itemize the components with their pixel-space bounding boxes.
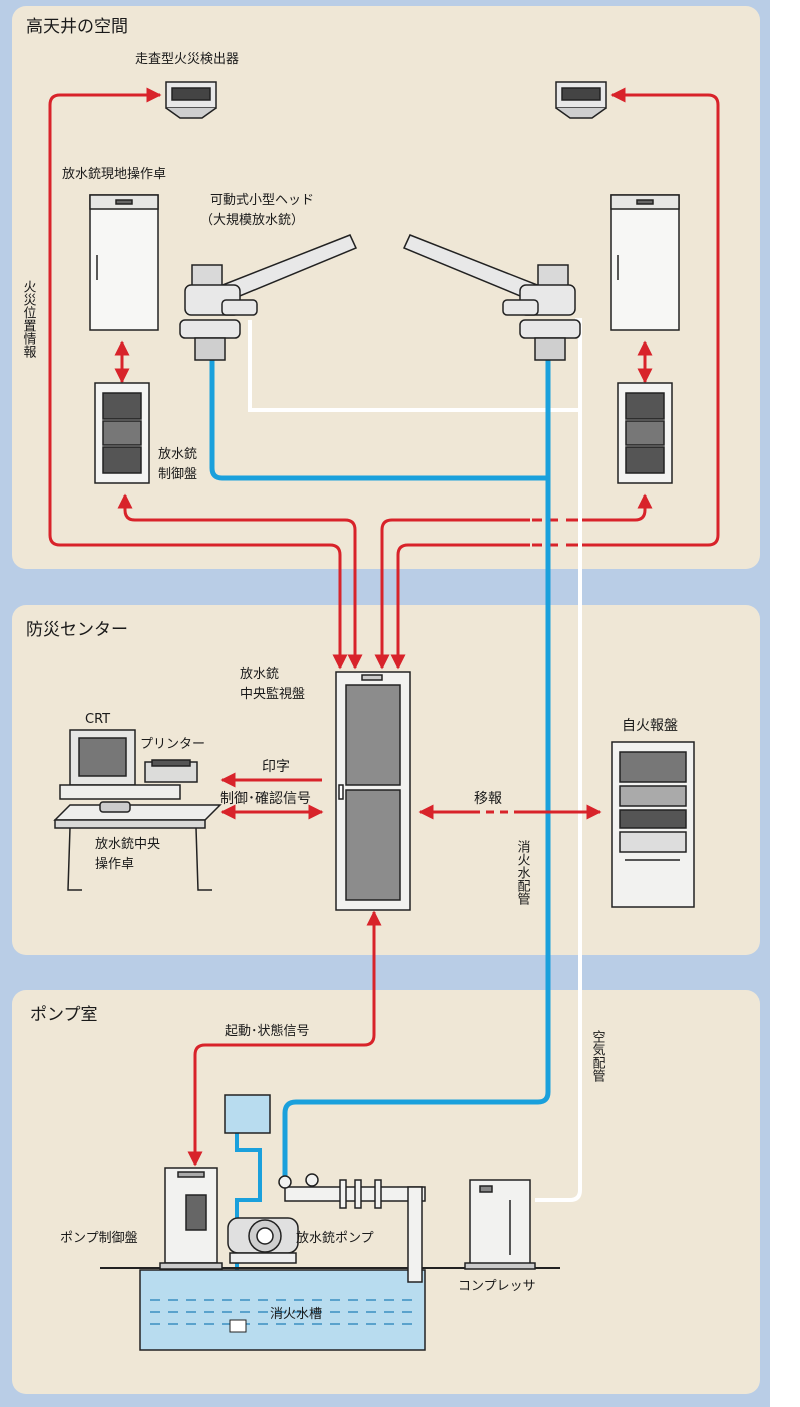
central-console-desk	[53, 729, 222, 891]
scanning-detector-right	[555, 81, 607, 119]
label-central-console-2: 操作卓	[95, 856, 134, 872]
control-panel-left	[94, 382, 150, 484]
local-console-right	[610, 194, 680, 331]
fire-water-tank	[100, 1267, 560, 1351]
pump-piping	[278, 1173, 426, 1283]
water-cannon-left	[179, 234, 358, 361]
crt-screen	[78, 737, 127, 777]
label-control-panel-1: 放水銃	[158, 447, 197, 462]
label-start-status-signal: 起動･状態信号	[225, 1023, 310, 1039]
label-control-confirm-signal: 制御･確認信号	[220, 791, 311, 807]
central-monitor-panel	[335, 671, 411, 911]
label-fire-alarm-panel: 自火報盤	[622, 718, 678, 734]
pump-control-panel	[159, 1167, 223, 1270]
label-fire-water-tank: 消火水槽	[270, 1307, 322, 1322]
label-pump-control-panel: ポンプ制御盤	[60, 1231, 138, 1246]
label-print: 印字	[262, 759, 290, 775]
header-tank	[224, 1094, 271, 1134]
label-fire-water-pipe: 消火水配管	[515, 840, 531, 906]
scanning-detector-left	[165, 81, 217, 119]
label-control-panel-2: 制御盤	[158, 467, 197, 482]
control-panel-right	[617, 382, 673, 484]
local-console-left	[89, 194, 159, 331]
label-movable-head-1: 可動式小型ヘッド	[210, 193, 314, 208]
compressor	[464, 1179, 536, 1270]
fire-alarm-panel	[611, 741, 695, 908]
label-crt: CRT	[85, 712, 110, 727]
label-air-pipe: 空気配管	[590, 1030, 606, 1083]
label-scanning-detector: 走査型火災検出器	[135, 52, 239, 67]
label-water-cannon-pump: 放水銃ポンプ	[296, 1231, 374, 1246]
label-central-console-1: 放水銃中央	[95, 837, 160, 852]
signal-lines	[48, 87, 720, 1167]
label-printer: プリンター	[140, 737, 205, 752]
label-fire-position-info: 火災位置情報	[21, 280, 37, 358]
label-central-monitor-2: 中央監視盤	[240, 686, 305, 702]
label-movable-head-2: （大規模放水銃）	[200, 213, 304, 228]
water-cannon-right	[402, 234, 581, 361]
section-title-pump-room: ポンプ室	[30, 1005, 98, 1025]
section-title-center: 防災センター	[26, 620, 128, 640]
section-title-ceiling: 高天井の空間	[26, 17, 128, 37]
label-central-monitor-1: 放水銃	[240, 667, 279, 682]
water-cannon-pump	[227, 1217, 299, 1264]
label-relay: 移報	[474, 791, 502, 807]
label-compressor: コンプレッサ	[458, 1279, 536, 1294]
label-local-console: 放水銃現地操作卓	[62, 166, 166, 182]
